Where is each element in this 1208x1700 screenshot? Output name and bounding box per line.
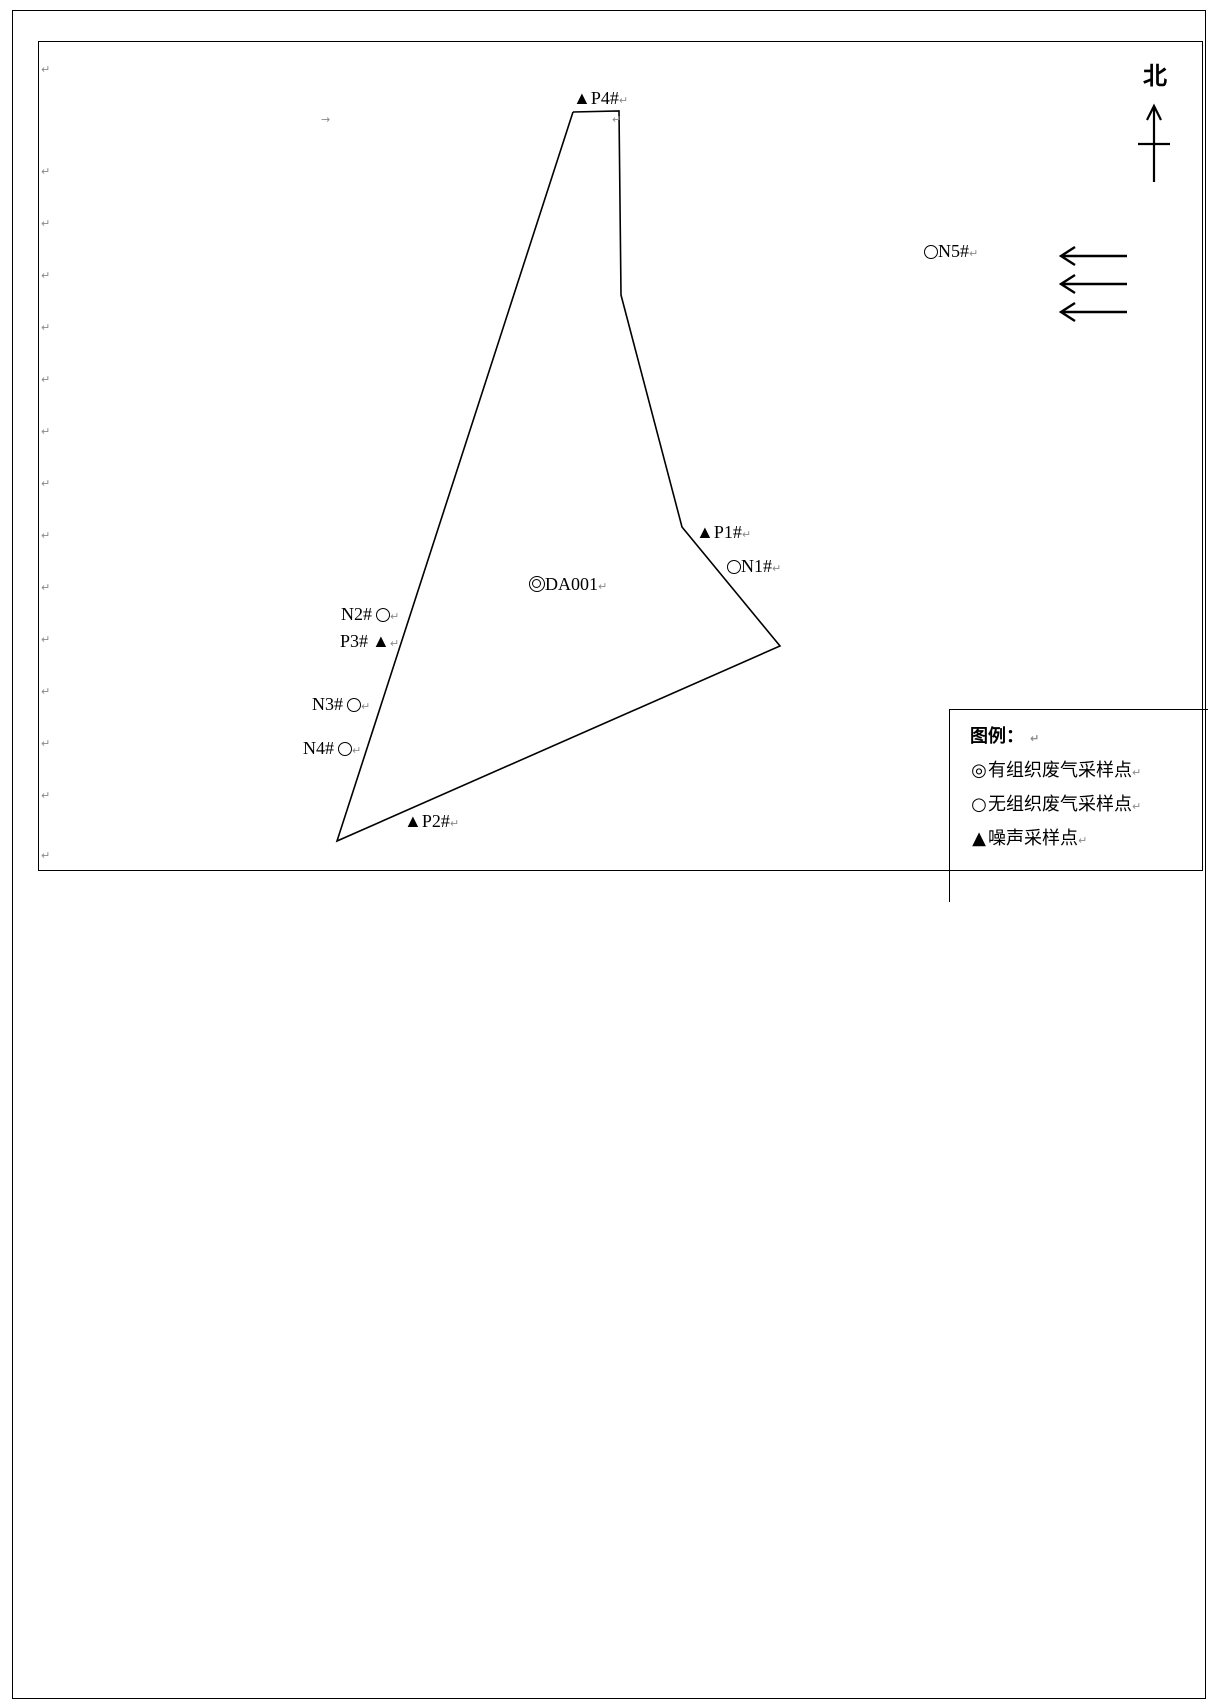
circle-icon: ○ [971,794,987,815]
circle-icon [347,698,361,712]
point-p4: ▲P4#↵ [573,88,629,108]
wind-arrow-1-head [1058,245,1076,267]
wind-arrow-2-head [1058,273,1076,295]
paragraph-mark-icon: ↵ [41,321,51,334]
circle-icon [727,560,741,574]
point-n1: N1#↵ [727,557,781,575]
triangle-icon: ▲ [404,811,422,831]
triangle-icon: ▲ [573,88,591,108]
legend-item-unorganized-gas: ○无组织废气采样点↵ [971,794,1142,815]
site-boundary [335,110,782,843]
paragraph-mark-icon: ↵ [41,477,51,490]
tab-mark-icon: → [321,113,331,126]
circle-icon [338,742,352,756]
triangle-icon: ▲ [372,631,390,651]
circle-icon [924,245,938,259]
paragraph-mark-icon: ↵ [41,581,51,594]
point-p3: P3#▲↵ [340,631,400,651]
paragraph-mark-icon: ↵ [41,685,51,698]
north-arrow-icon [1138,103,1170,182]
point-n2: N2#↵ [341,604,400,624]
paragraph-mark-icon: ↵ [41,269,51,282]
point-n5: N5#↵ [924,242,978,260]
point-p1: ▲P1#↵ [696,522,752,542]
point-n4: N4#↵ [303,738,362,758]
double-circle-icon [529,576,545,592]
double-circle-icon: ◎ [971,760,987,781]
legend-item-noise: ▲噪声采样点↵ [970,824,1208,850]
paragraph-mark-icon: ↵ [41,63,51,76]
point-p2: ▲P2#↵ [404,811,460,831]
triangle-icon: ▲ [696,522,714,542]
document-page: 北 ↵ ↵ ↵ ↵ ↵ ↵ ↵ ↵ ↵ ↵ ↵ ↵ ↵ ↵ ↵ → ↵ ▲P4#… [12,10,1208,1699]
paragraph-mark-icon: ↵ [41,165,51,178]
circle-icon [376,608,390,622]
paragraph-mark-icon: ↵ [41,633,51,646]
legend-box: 图例：↵ ◎有组织废气采样点↵ ○无组织废气采样点↵ ▲噪声采样点↵ [949,709,1208,902]
monitoring-site-map: 北 ↵ ↵ ↵ ↵ ↵ ↵ ↵ ↵ ↵ ↵ ↵ ↵ ↵ ↵ ↵ → ↵ ▲P4#… [38,41,1208,902]
point-n3: N3#↵ [312,694,371,714]
legend-item-organized-gas: ◎有组织废气采样点↵ [971,760,1142,781]
triangle-icon: ▲ [972,828,986,849]
wind-arrow-3-head [1058,301,1076,323]
paragraph-mark-icon: ↵ [41,849,51,862]
point-da001: DA001↵ [529,575,607,593]
paragraph-mark-icon: ↵ [41,529,51,542]
paragraph-mark-icon: ↵ [41,217,51,230]
map-drawing [335,103,1170,843]
north-label: 北 [1143,62,1167,90]
wind-arrows [1058,245,1127,323]
legend-title: 图例：↵ [970,726,1040,747]
paragraph-mark-icon: ↵ [41,425,51,438]
paragraph-mark-icon: ↵ [612,113,622,126]
paragraph-mark-icon: ↵ [41,373,51,386]
paragraph-mark-icon: ↵ [41,789,51,802]
paragraph-mark-icon: ↵ [41,737,51,750]
